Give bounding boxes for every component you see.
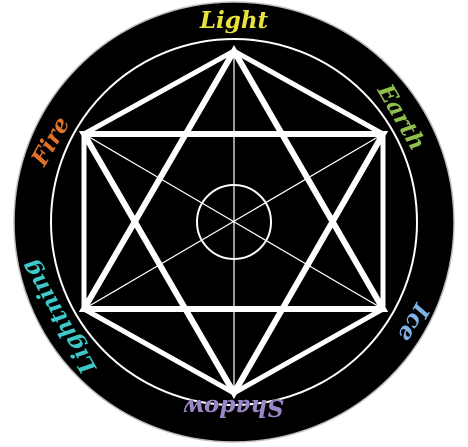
element-label-shadow: Shadow [183, 394, 284, 421]
center-circle [196, 184, 272, 260]
element-label-light: Light [199, 7, 269, 34]
inner-ring [50, 38, 418, 406]
center-spokes [83, 51, 384, 393]
